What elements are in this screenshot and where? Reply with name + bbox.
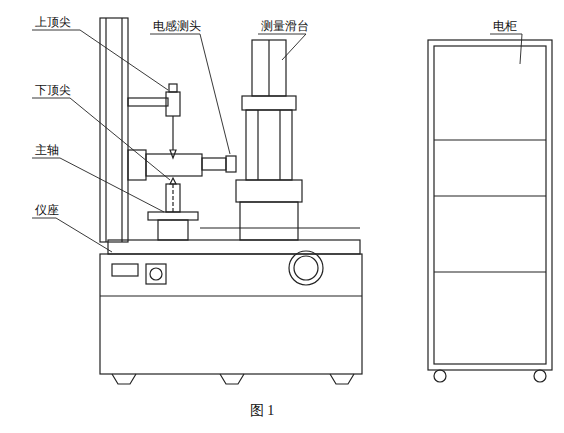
gear-plate [148,212,198,220]
slide-guide [200,227,360,228]
upper-arm [128,98,168,106]
upper-center-holder [166,92,180,116]
column [100,18,128,242]
leader-lines [32,30,522,252]
leader-line [32,218,112,252]
part-label: 上顶尖 [34,16,72,28]
slide-rail [279,110,280,180]
part-label: 主轴 [34,144,60,156]
head-carriage [146,154,202,176]
part-label: 电柜 [492,20,518,32]
cabinet-wheel [534,370,546,382]
leader-line [32,98,170,180]
column-edge [105,18,106,242]
slide-carriage [236,180,302,202]
slide-rail [257,110,258,180]
leader-line [258,34,306,60]
probe-arm [202,158,226,170]
cabinet [428,40,552,370]
slide-axis [268,40,269,96]
leader-line [490,34,522,64]
part-label: 测量滑台 [260,20,310,32]
control-knob-box [146,264,166,284]
slide-cap [242,96,296,110]
figure-caption: 图 1 [249,404,276,418]
base-seam [100,295,362,296]
upper-center-rod [172,116,173,150]
slide-base [240,202,298,240]
slide-body [246,110,292,180]
dial [289,251,323,285]
cabinet-wheel [434,370,446,382]
part-label: 电感测头 [152,20,202,32]
part-label: 仪座 [34,204,60,216]
control-knob [150,268,162,280]
lower-center-tip [170,178,176,184]
leader-line [32,30,168,90]
instrument-feet [112,374,354,384]
switch-panel [112,264,138,276]
cabinet-drawer [434,271,546,272]
inductive-probe [226,156,236,172]
dial-inner [294,256,318,280]
cabinet-drawer [434,195,546,196]
spindle [166,184,180,212]
spindle-axis [172,184,173,212]
part-label: 下顶尖 [34,84,72,96]
cabinet-drawer [434,139,546,140]
spindle-base [158,220,188,240]
cabinet-inner [434,46,546,364]
slide-top-block [252,40,286,96]
carriage-clamp [128,150,146,180]
table-top [108,240,360,254]
column-edge [121,18,122,242]
upper-knob [169,84,177,92]
leader-line [150,34,230,154]
